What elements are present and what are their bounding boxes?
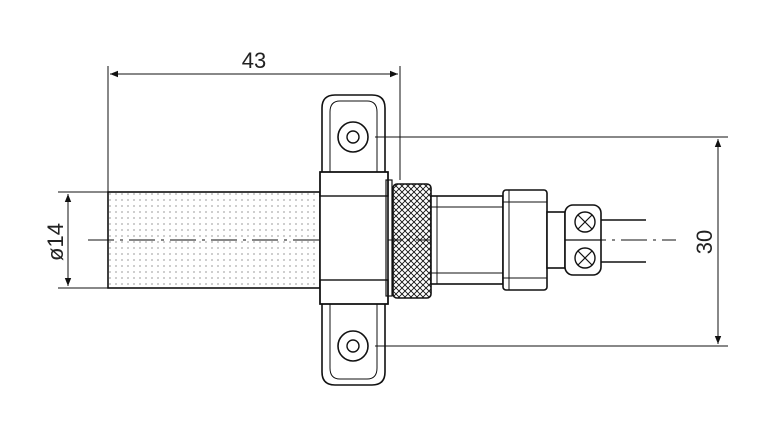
cable-gland xyxy=(546,211,566,269)
connector-barrel xyxy=(430,195,504,285)
clamp-screw-top xyxy=(574,211,596,233)
flange-top-ear xyxy=(321,94,386,172)
flange-collar xyxy=(319,171,389,305)
knurled-nut xyxy=(392,183,432,299)
flange-bottom-hole xyxy=(337,330,369,362)
clamp-screw-bottom xyxy=(574,247,596,269)
length-dimension-label: 43 xyxy=(242,48,266,73)
flange-top-hole xyxy=(337,121,369,153)
diameter-dimension-label: ø14 xyxy=(43,223,68,261)
connector-rear-collar xyxy=(502,189,548,291)
height-dimension-label: 30 xyxy=(692,230,717,254)
probe-body xyxy=(107,191,321,289)
flange-bottom-ear xyxy=(321,304,386,386)
